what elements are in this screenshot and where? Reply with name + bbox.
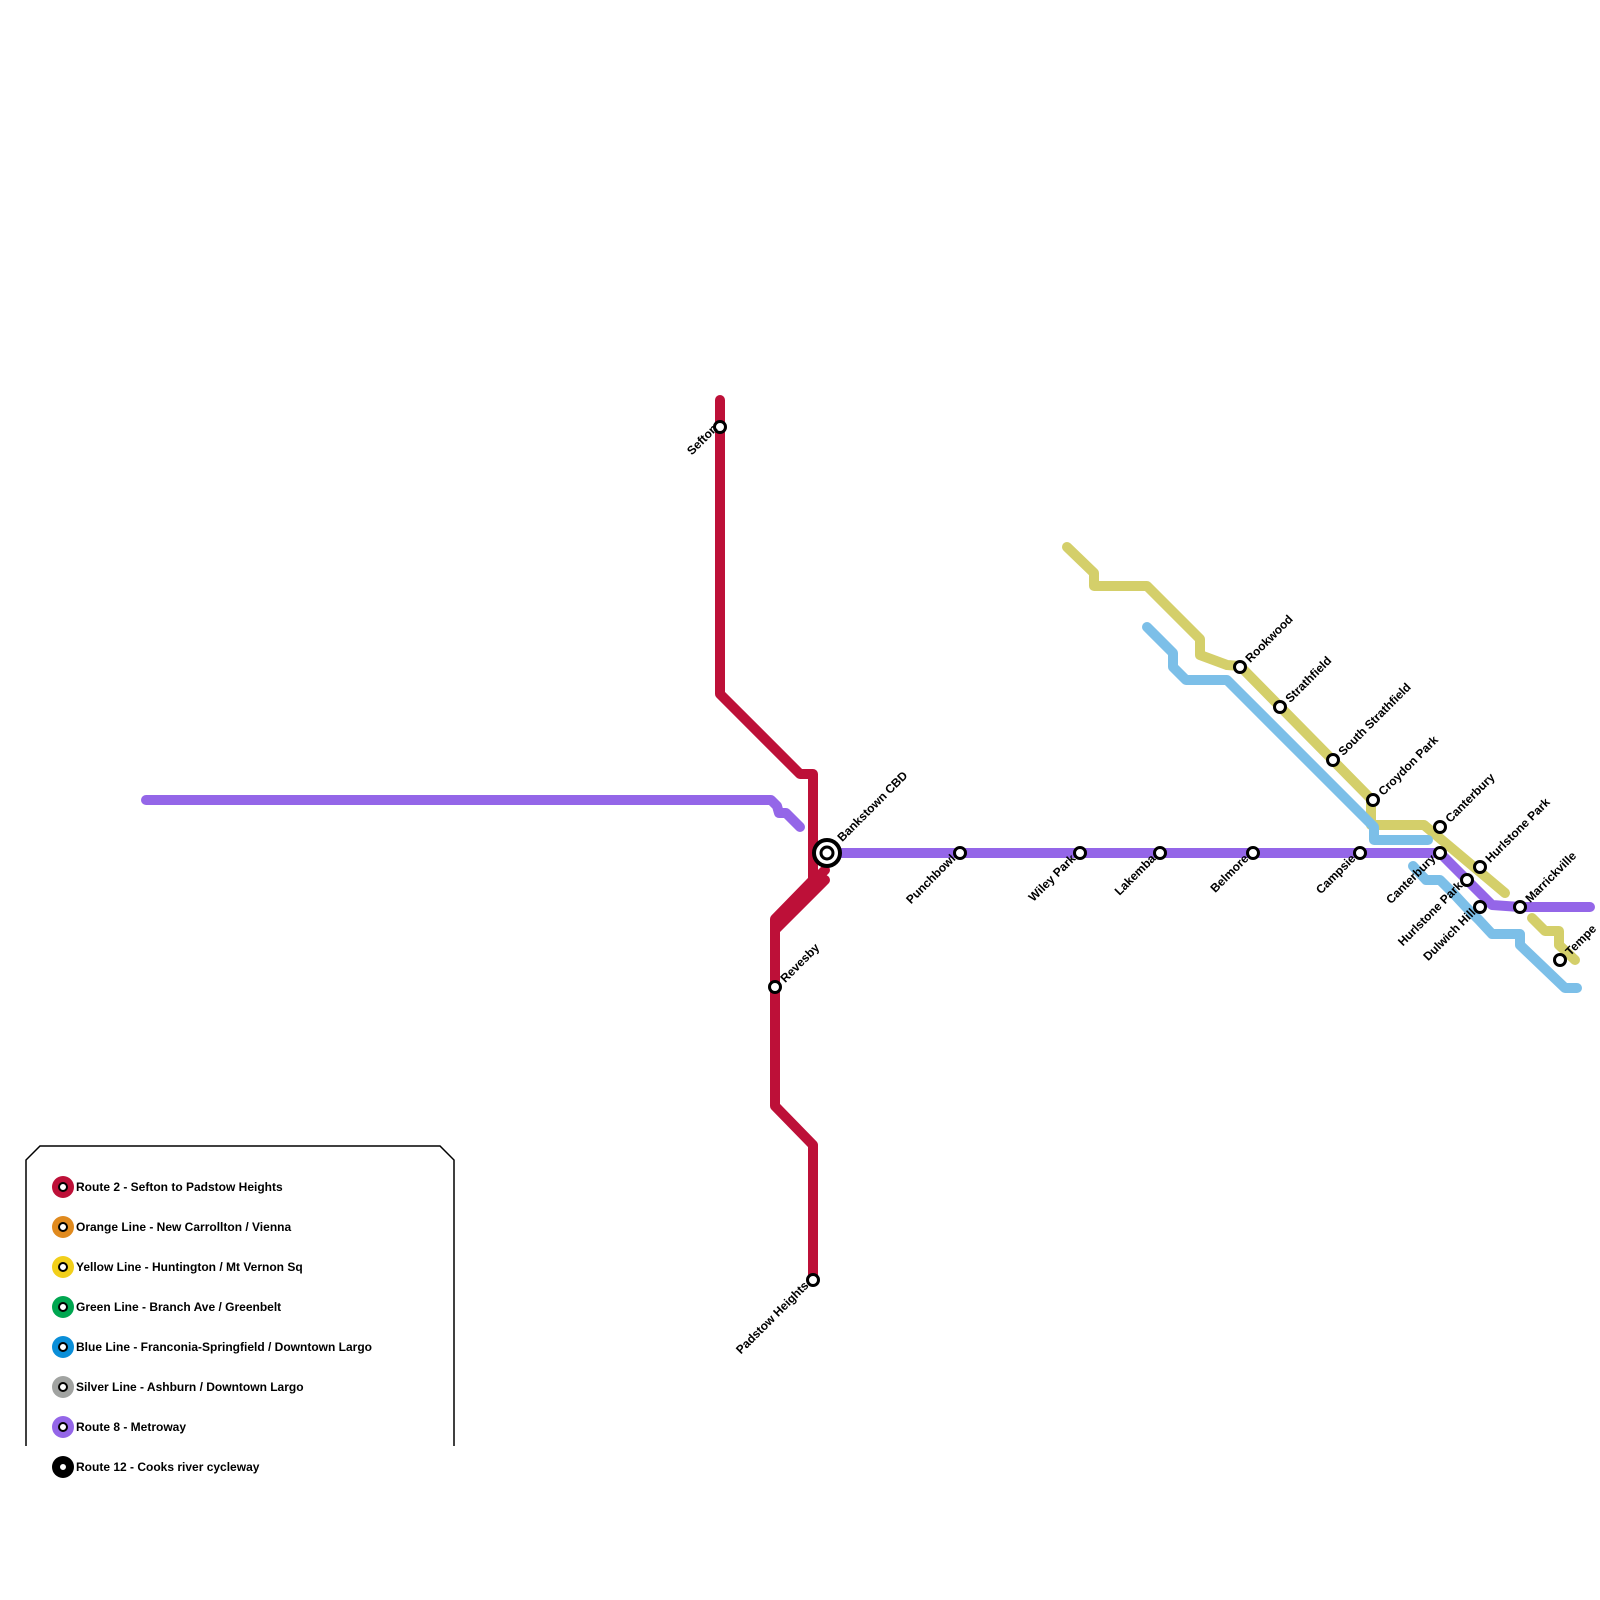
route8-main-route [822, 848, 1595, 912]
legend-swatch-icon [52, 1336, 74, 1358]
station-marker [1473, 860, 1487, 874]
station-marker [1353, 846, 1367, 860]
legend-swatch-icon [52, 1456, 74, 1478]
station-marker [806, 1273, 820, 1287]
station-label: Punchbowl [903, 851, 958, 906]
legend-item: Yellow Line - Huntington / Mt Vernon Sq [52, 1254, 303, 1280]
station-marker [1326, 753, 1340, 767]
legend-item: Silver Line - Ashburn / Downtown Largo [52, 1374, 304, 1400]
station-marker [1273, 700, 1287, 714]
legend-item: Route 8 - Metroway [52, 1414, 186, 1440]
station-marker [1433, 846, 1447, 860]
blue-line-route-lower [1408, 861, 1582, 993]
station-label: Strathfield [1282, 654, 1334, 706]
station-marker [1460, 873, 1474, 887]
station-label: Bankstown CBD [834, 768, 910, 844]
legend-label: Silver Line - Ashburn / Downtown Largo [76, 1380, 304, 1394]
station-marker [768, 980, 782, 994]
legend-label: Route 12 - Cooks river cycleway [76, 1460, 260, 1474]
legend-swatch-icon [52, 1296, 74, 1318]
station-label: Tempe [1562, 922, 1599, 959]
route8-west-branch [141, 795, 805, 832]
legend-swatch-icon [52, 1416, 74, 1438]
legend-item: Green Line - Branch Ave / Greenbelt [52, 1294, 281, 1320]
legend-item: Route 12 - Cooks river cycleway [52, 1454, 259, 1480]
station-marker [1473, 900, 1487, 914]
station-marker [713, 420, 727, 434]
station-label: Canterbury [1442, 770, 1497, 825]
station-marker [1366, 793, 1380, 807]
station-label: Lakemba [1112, 851, 1159, 898]
station-label: Hurlstone Park [1482, 795, 1552, 865]
yellow-line-route-tail [1527, 913, 1580, 965]
station-marker [953, 846, 967, 860]
station-label: Marrickville [1522, 849, 1579, 906]
station-label: Croydon Park [1375, 733, 1441, 799]
legend-swatch-icon [52, 1176, 74, 1198]
station-label: Rookwood [1242, 612, 1295, 665]
station-marker [1073, 846, 1087, 860]
station-marker [1233, 660, 1247, 674]
legend-item: Orange Line - New Carrollton / Vienna [52, 1214, 291, 1240]
station-marker [1433, 820, 1447, 834]
legend-item: Route 2 - Sefton to Padstow Heights [52, 1174, 283, 1200]
legend-label: Green Line - Branch Ave / Greenbelt [76, 1300, 282, 1314]
blue-line-route [1142, 622, 1433, 845]
legend-label: Blue Line - Franconia-Springfield / Down… [76, 1340, 372, 1354]
station-marker [1246, 846, 1260, 860]
station-label: Wiley Park [1026, 851, 1079, 904]
route2-junction-section [771, 875, 830, 934]
route2-junction-section-2 [785, 865, 830, 910]
legend-swatch-icon [52, 1216, 74, 1238]
station-label: South Strathfield [1335, 680, 1413, 758]
legend-frame [25, 1145, 455, 1446]
station-label: Sefton [684, 421, 720, 457]
legend-swatch-icon [52, 1256, 74, 1278]
legend-label: Yellow Line - Huntington / Mt Vernon Sq [76, 1260, 303, 1274]
legend-item: Blue Line - Franconia-Springfield / Down… [52, 1334, 372, 1360]
station-label: Padstow Heights [733, 1278, 811, 1356]
station-label: Revesby [777, 940, 822, 985]
interchange-station-inner [819, 845, 835, 861]
yellow-line-route [1062, 542, 1510, 898]
legend-label: Route 2 - Sefton to Padstow Heights [76, 1180, 283, 1194]
legend-label: Orange Line - New Carrollton / Vienna [76, 1220, 292, 1234]
station-marker [1513, 900, 1527, 914]
legend-label: Route 8 - Metroway [76, 1420, 187, 1434]
station-label: Campsie [1313, 851, 1359, 897]
map-legend [25, 1145, 455, 1446]
station-marker [1553, 953, 1567, 967]
station-marker [1153, 846, 1167, 860]
route2-north-section [715, 395, 818, 1285]
legend-swatch-icon [52, 1376, 74, 1398]
